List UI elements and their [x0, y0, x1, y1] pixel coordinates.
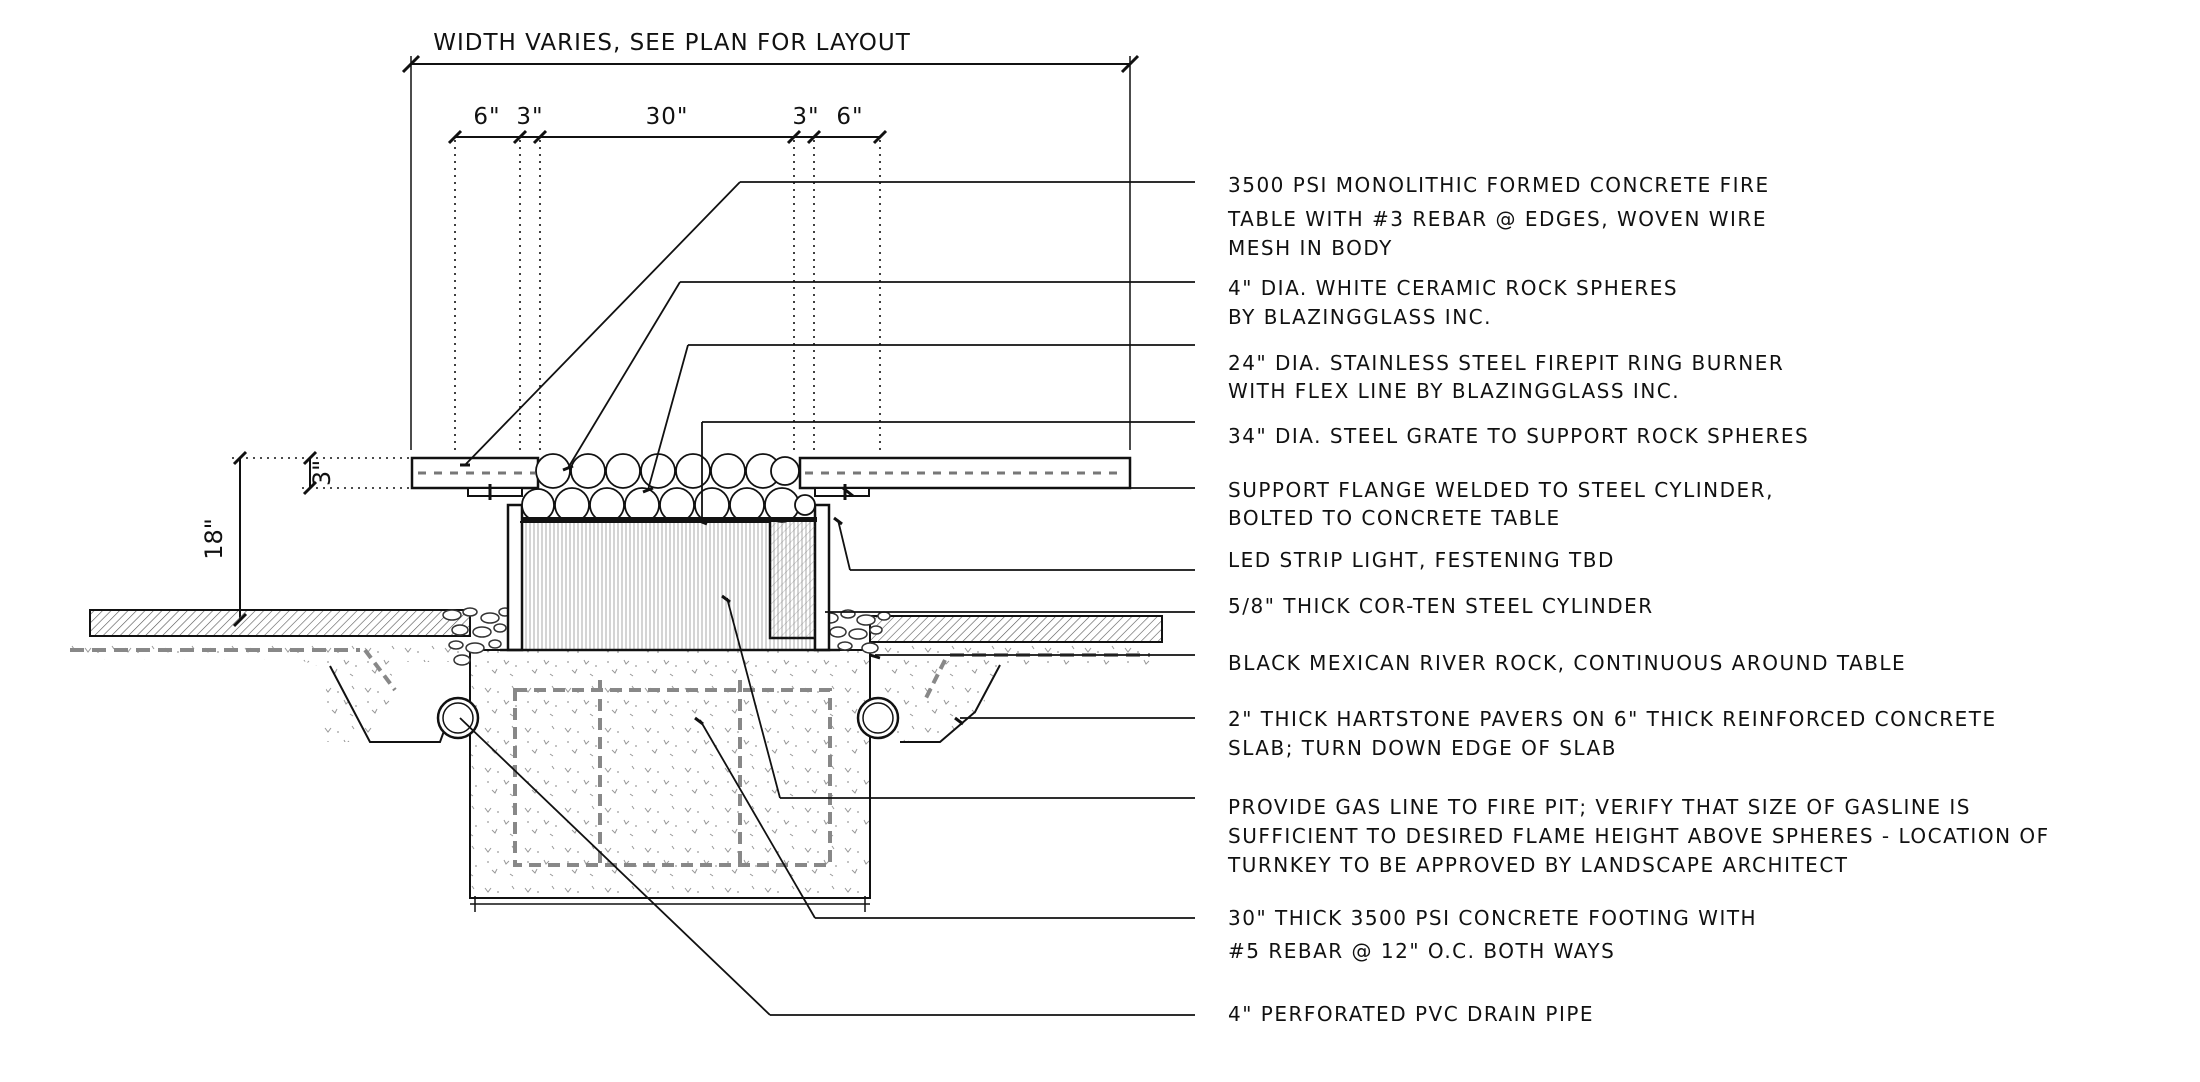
note-drain-pipe: 4" PERFORATED PVC DRAIN PIPE	[1228, 1002, 1594, 1026]
leader-lines	[459, 181, 1195, 1016]
paver-slab-left	[70, 609, 471, 743]
note-support-flange: SUPPORT FLANGE WELDED TO STEEL CYLINDER,…	[1228, 478, 1782, 530]
note-pavers-slab: 2" THICK HARTSTONE PAVERS ON 6" THICK RE…	[1228, 707, 2005, 760]
paver-slab-right	[869, 615, 1163, 743]
segment-dimensions: 6" 3" 30" 3" 6"	[447, 104, 888, 455]
dim-30in: 30"	[646, 104, 689, 130]
overall-width-dimension: WIDTH VARIES, SEE PLAN FOR LAYOUT	[401, 30, 1140, 450]
note-steel-cylinder: 5/8" THICK COR-TEN STEEL CYLINDER	[1228, 594, 1654, 618]
note-concrete-table: 3500 PSI MONOLITHIC FORMED CONCRETE FIRE…	[1227, 173, 1777, 260]
drain-pipe-right	[856, 696, 900, 740]
corten-steel-cylinder	[500, 503, 840, 652]
leader-ticks	[460, 463, 964, 726]
note-ring-burner: 24" DIA. STAINLESS STEEL FIREPIT RING BU…	[1228, 351, 1792, 403]
note-footing: 30" THICK 3500 PSI CONCRETE FOOTING WITH…	[1228, 906, 1765, 963]
note-river-rock: BLACK MEXICAN RIVER ROCK, CONTINUOUS ARO…	[1228, 651, 1906, 675]
height-dimensions: 3" 18"	[200, 450, 415, 628]
concrete-footing	[469, 649, 871, 912]
note-led-strip: LED STRIP LIGHT, FESTENING TBD	[1228, 548, 1615, 572]
table-thickness-label: 3"	[308, 460, 336, 486]
dim-3in-left: 3"	[516, 104, 543, 130]
ceramic-rock-spheres	[521, 453, 816, 523]
dim-6in-left: 6"	[473, 104, 500, 130]
note-rock-spheres: 4" DIA. WHITE CERAMIC ROCK SPHERES BY BL…	[1228, 276, 1686, 329]
callout-notes: 3500 PSI MONOLITHIC FORMED CONCRETE FIRE…	[1227, 173, 2058, 1026]
dim-6in-right: 6"	[836, 104, 863, 130]
overall-width-label: WIDTH VARIES, SEE PLAN FOR LAYOUT	[433, 30, 911, 56]
dim-3in-right: 3"	[792, 104, 819, 130]
note-gas-line: PROVIDE GAS LINE TO FIRE PIT; VERIFY THA…	[1227, 795, 2058, 877]
steel-grate	[522, 517, 817, 522]
note-steel-grate: 34" DIA. STEEL GRATE TO SUPPORT ROCK SPH…	[1228, 424, 1809, 448]
drain-pipes	[436, 696, 900, 740]
height-label: 18"	[200, 518, 228, 560]
drain-pipe-left	[436, 696, 480, 740]
concrete-table	[410, 456, 1132, 500]
